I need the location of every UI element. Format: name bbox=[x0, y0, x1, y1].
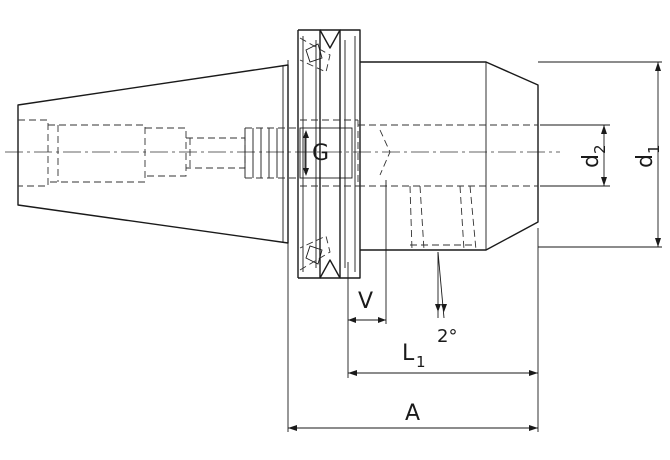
label-a: A bbox=[405, 401, 420, 426]
label-d1: d 1 bbox=[633, 144, 663, 168]
dimension-a bbox=[288, 425, 538, 431]
dimension-g bbox=[303, 130, 309, 176]
label-angle: 2° bbox=[437, 326, 457, 347]
clamping-screw bbox=[409, 185, 477, 251]
label-d2: d 2 bbox=[579, 144, 609, 168]
taper-shank bbox=[17, 60, 289, 250]
label-d2-sub: 2 bbox=[591, 144, 609, 154]
dimension-v bbox=[348, 317, 386, 323]
inner-bore-d2 bbox=[358, 124, 538, 187]
dimension-l1 bbox=[348, 370, 538, 376]
cylindrical-body bbox=[360, 61, 539, 251]
label-l1: L 1 bbox=[402, 341, 426, 371]
taper-inner-bore bbox=[18, 119, 246, 187]
dimension-d1 bbox=[655, 62, 661, 247]
clamp-bore-g bbox=[299, 119, 359, 187]
flange bbox=[297, 29, 361, 279]
thread-region bbox=[244, 127, 300, 179]
label-v: V bbox=[358, 289, 373, 314]
label-d1-main: d bbox=[633, 154, 658, 168]
dimension-d2 bbox=[601, 125, 607, 186]
dimension-angle bbox=[435, 304, 447, 312]
label-l1-main: L bbox=[402, 341, 415, 366]
label-d1-sub: 1 bbox=[645, 144, 663, 154]
extension-lines bbox=[287, 61, 662, 432]
label-l1-sub: 1 bbox=[416, 353, 426, 371]
label-g: G bbox=[312, 141, 329, 166]
label-d2-main: d bbox=[579, 154, 604, 168]
